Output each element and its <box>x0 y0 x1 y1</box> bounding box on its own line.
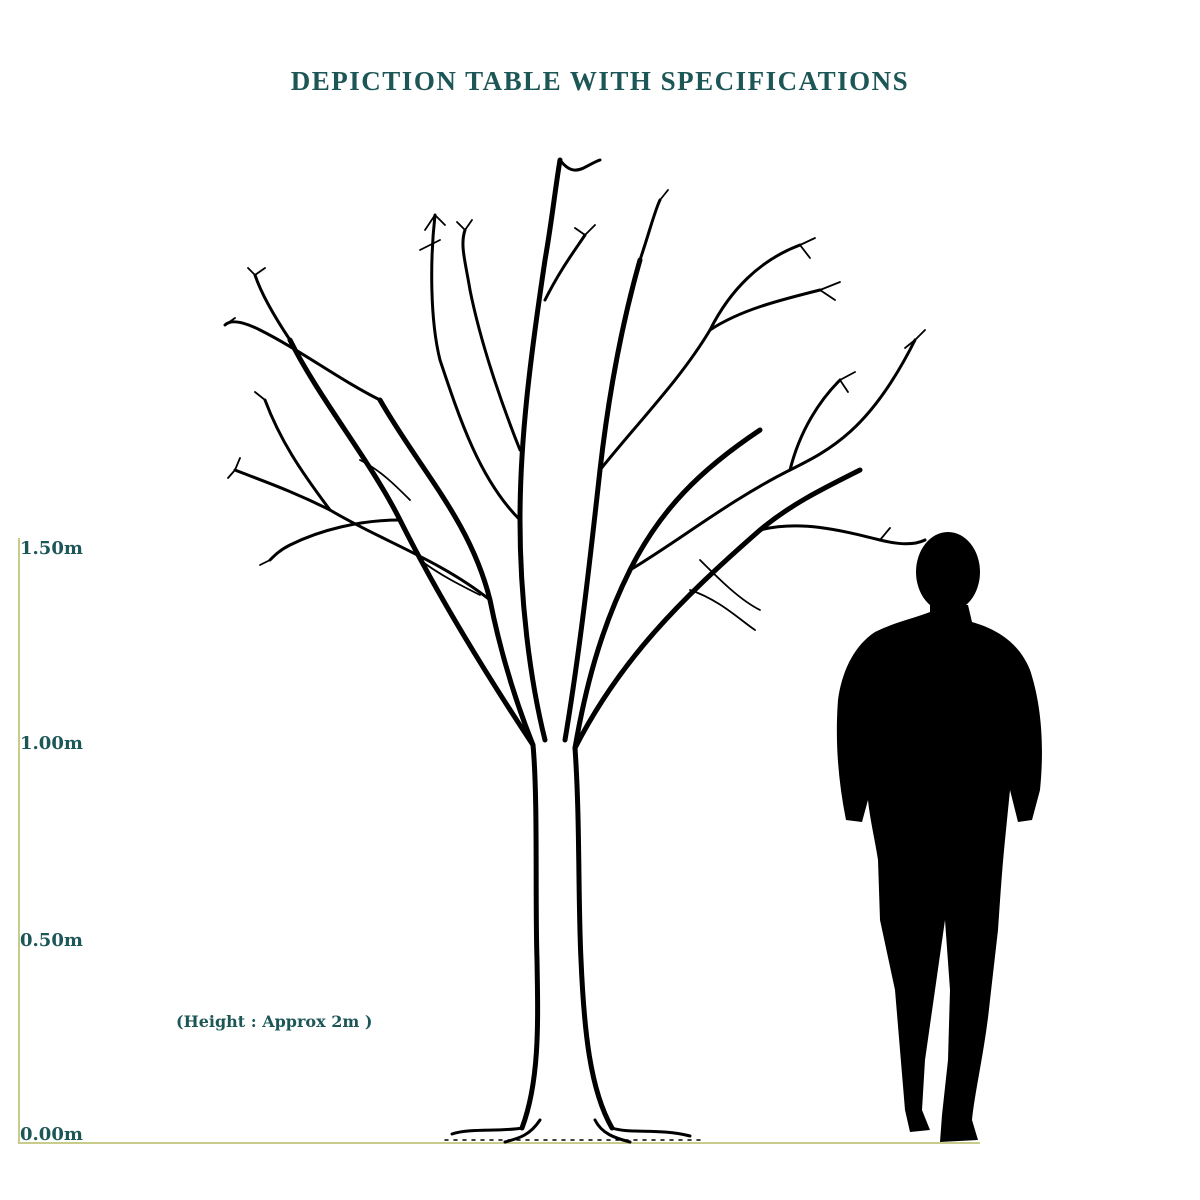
ground-line <box>18 1142 980 1144</box>
tree-illustration <box>223 157 927 1144</box>
scale-tick-0-50: 0.50m <box>20 930 83 951</box>
tree-trunk <box>519 742 541 1131</box>
tree-roots <box>450 1118 692 1144</box>
height-scale-axis <box>18 538 20 1144</box>
height-note: (Height : Approx 2m ) <box>176 1012 373 1031</box>
page-title: DEPICTION TABLE WITH SPECIFICATIONS <box>290 66 910 96</box>
scale-tick-1-00: 1.00m <box>20 733 83 754</box>
scale-tick-0-00: 0.00m <box>20 1124 83 1145</box>
person-body <box>836 605 1042 1142</box>
person-head <box>916 532 980 612</box>
scale-tick-1-50: 1.50m <box>20 538 83 559</box>
person-silhouette <box>836 532 1042 1142</box>
